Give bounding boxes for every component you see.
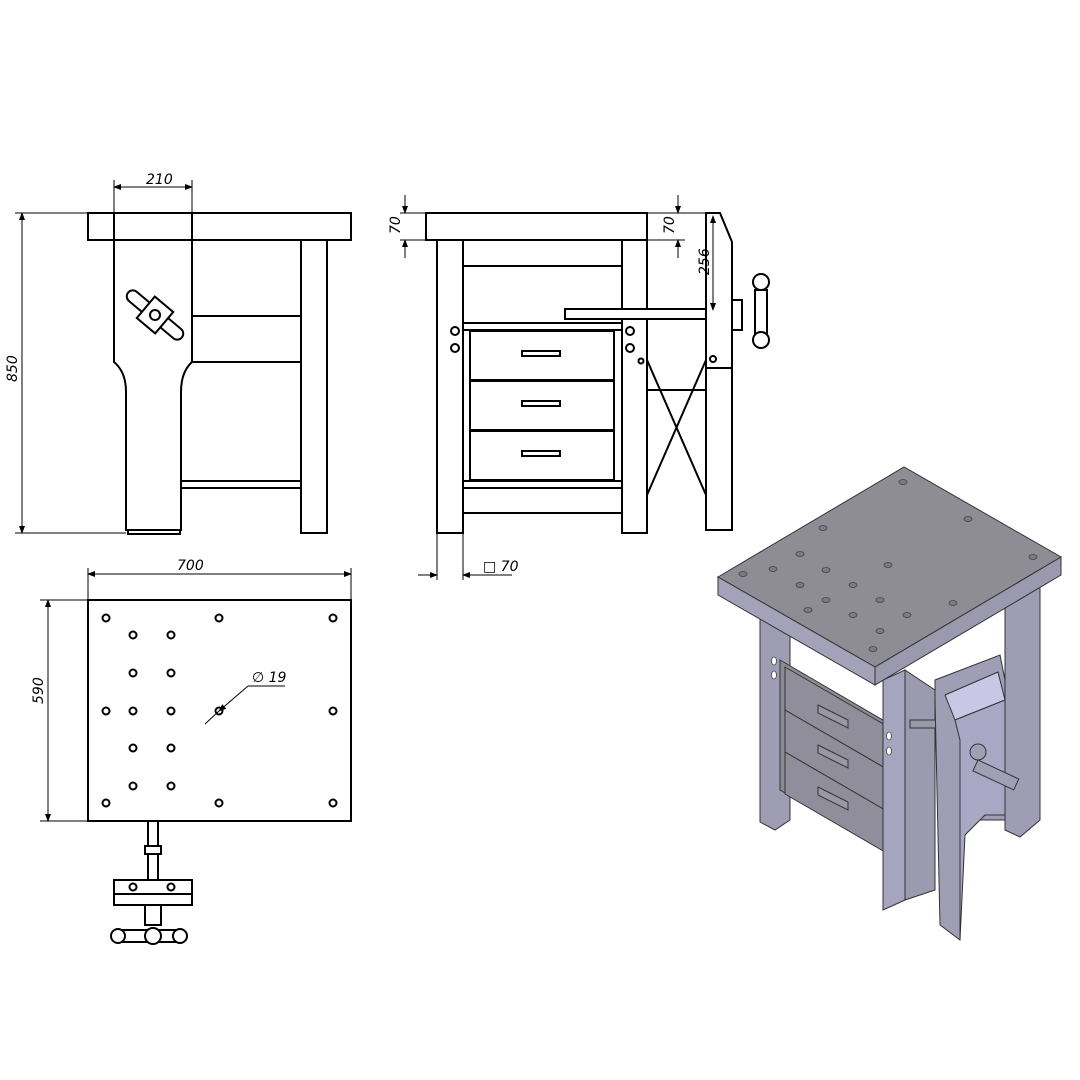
vise-top-icon <box>110 820 193 945</box>
dim-590: 590 <box>31 677 47 704</box>
vise-handle-icon <box>731 273 770 349</box>
top-view: ∅ 19 700 590 <box>31 558 352 945</box>
vise-handle-icon <box>969 743 1020 791</box>
drawer-handle-icon <box>817 704 849 729</box>
drawer-handle-icon <box>817 744 849 769</box>
side-view: 210 850 <box>5 172 352 535</box>
drawer-handle-icon <box>521 450 561 457</box>
dim-256: 256 <box>697 248 713 275</box>
dim-diameter-19: ∅ 19 <box>252 670 287 686</box>
dog-holes <box>101 613 338 808</box>
dim-70-right: 70 <box>662 216 678 234</box>
dim-850: 850 <box>5 355 21 382</box>
drawer-handle-icon <box>521 400 561 407</box>
dim-700: 700 <box>177 558 204 574</box>
drawer-handle-icon <box>817 786 849 811</box>
front-view: 70 70 256 □ 70 <box>388 195 770 580</box>
dim-square-70: □ 70 <box>483 559 519 575</box>
dim-70-left: 70 <box>388 216 404 234</box>
drawer-handle-icon <box>521 350 561 357</box>
isometric-view <box>717 466 1062 941</box>
vise-handle-icon <box>125 289 185 341</box>
dim-210: 210 <box>146 172 173 188</box>
